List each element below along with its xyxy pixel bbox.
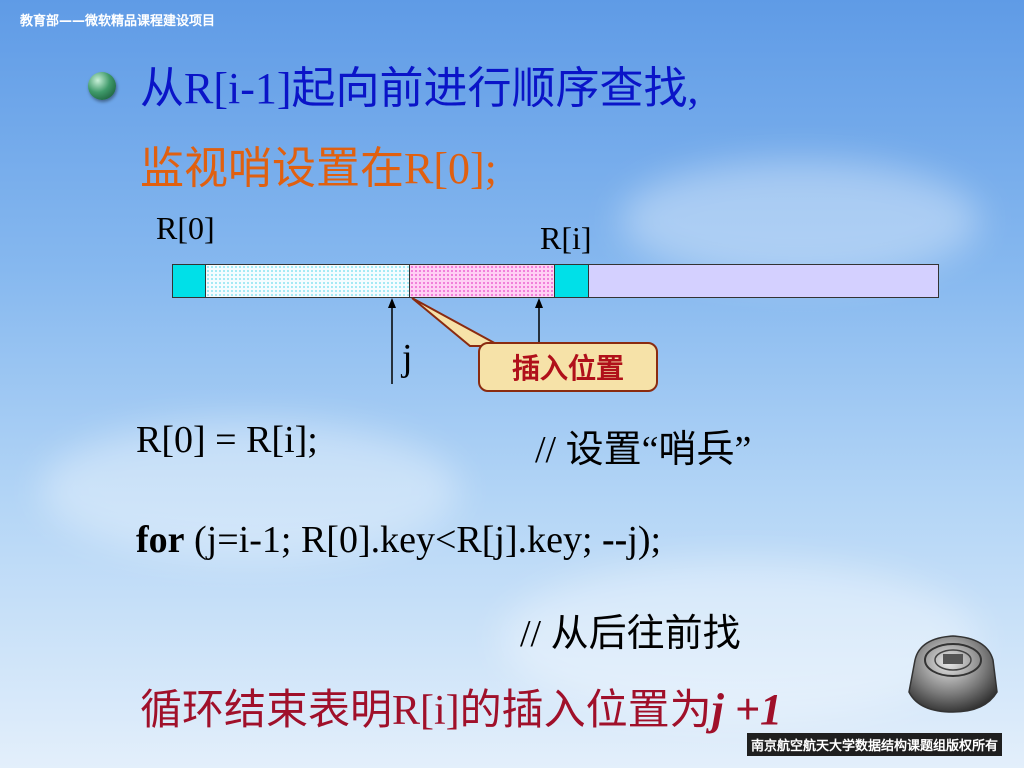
array-cell-r0 <box>172 264 206 298</box>
insert-position-callout: 插入位置 <box>478 342 658 392</box>
university-seal-icon <box>908 635 998 713</box>
bullet-line-1: 从R[i-1]起向前进行顺序查找, <box>140 64 699 113</box>
bullet-line-2: 监视哨设置在R[0]; <box>140 144 497 193</box>
callout-text: 插入位置 <box>511 354 624 385</box>
slide-header: 教育部——微软精品课程建设项目 <box>20 14 216 29</box>
bullet-sphere-icon <box>88 72 116 100</box>
code-comment-1: // 设置“哨兵” <box>535 429 752 471</box>
label-r0: R[0] <box>156 210 215 246</box>
code-comment-2: // 从后往前找 <box>520 613 741 655</box>
background-cloud <box>620 160 980 280</box>
slide-footer: 南京航空航天大学数据结构课题组版权所有 <box>746 733 1002 756</box>
background-cloud <box>40 420 460 560</box>
label-ri: R[i] <box>540 220 592 256</box>
array-sorted-region <box>205 264 410 298</box>
array-cell-ri <box>554 264 589 298</box>
callout-pointer <box>411 297 501 347</box>
pointer-j-label: j <box>402 337 413 379</box>
code-line-1: R[0] = R[i]; <box>136 419 318 461</box>
for-end: j); <box>627 519 662 561</box>
pointer-j1-arrowhead <box>535 298 543 308</box>
decrement-operator: -- <box>602 519 628 561</box>
array-shift-region <box>409 264 555 298</box>
pointer-j-arrowhead <box>388 298 396 308</box>
background-cloud <box>500 560 980 720</box>
array-unsorted-region <box>588 264 939 298</box>
for-keyword: for <box>136 519 185 561</box>
for-condition: (j=i-1; R[0].key<R[j].key; <box>184 519 603 561</box>
conclusion-text: 循环结束表明R[i]的插入位置为 <box>140 688 712 734</box>
conclusion-highlight: j +1 <box>711 685 782 734</box>
code-line-2: for (j=i-1; R[0].key<R[j].key; --j); <box>136 518 661 562</box>
conclusion-line: 循环结束表明R[i]的插入位置为j +1 <box>140 676 782 737</box>
